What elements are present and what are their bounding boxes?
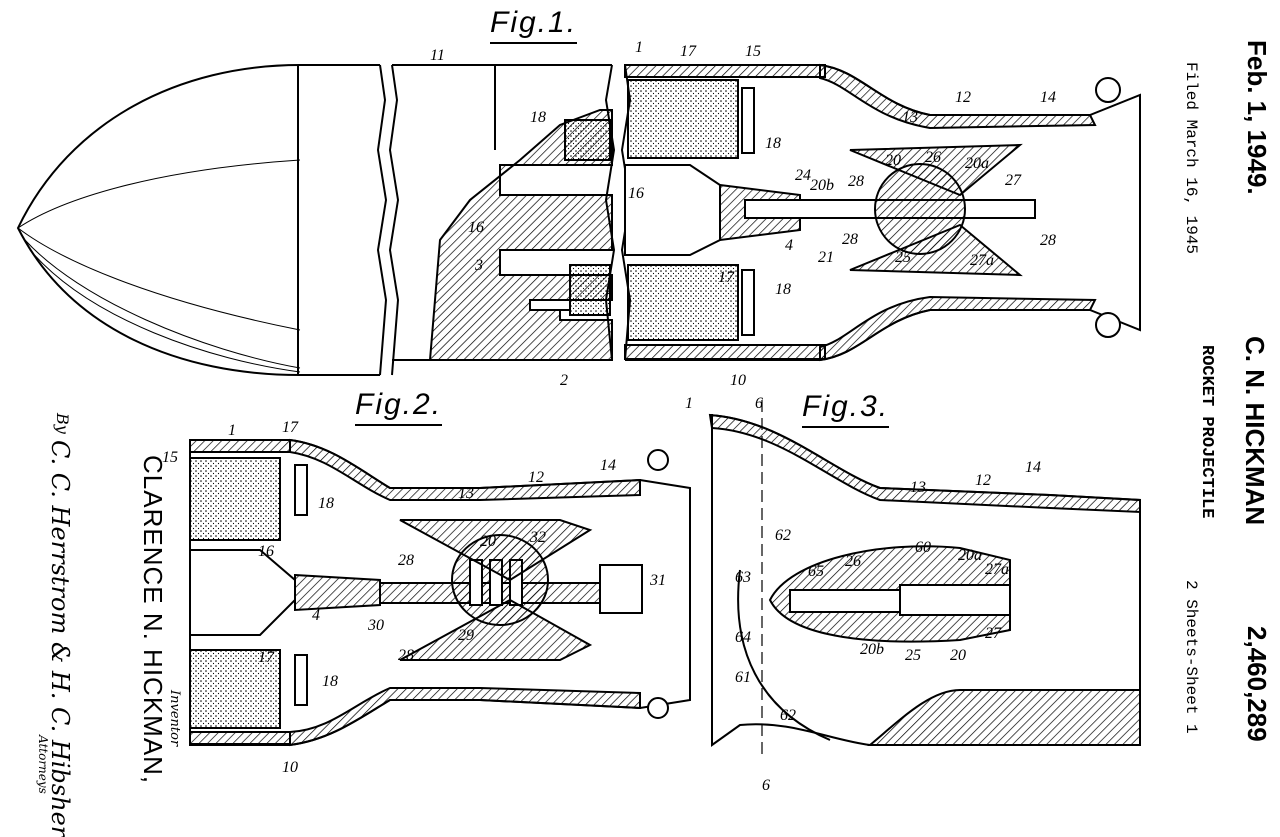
- attorneys-caption: Attorneys: [36, 735, 50, 794]
- fig1-label: 2: [560, 372, 568, 389]
- fig1-label: 26: [925, 149, 941, 166]
- fig1-label: 28: [842, 231, 858, 248]
- fig1-label: 27: [1005, 172, 1022, 189]
- fig2-label-group: 1 17 15 18 12 14 13 16 20 32 28 31 4 30 …: [162, 419, 666, 776]
- fig3-label: 1: [685, 395, 693, 412]
- fig1-motor-section: [624, 63, 1141, 362]
- fig2-label: 17: [282, 419, 299, 436]
- fig3-label: 27: [985, 625, 1002, 642]
- fig1-label: 3: [474, 257, 483, 274]
- fig3-label: 6: [762, 777, 770, 794]
- fig3-label: 6: [755, 395, 763, 412]
- fig1-label: 16: [628, 185, 644, 202]
- fig2-label: 18: [318, 495, 334, 512]
- fig2-label: 12: [528, 469, 544, 486]
- fig1-label: 20a: [965, 155, 989, 172]
- fig2-label: 4: [312, 607, 320, 624]
- fig2-label: 10: [282, 759, 298, 776]
- fig3-label: 20a: [958, 547, 982, 564]
- fig2-label: 18: [322, 673, 338, 690]
- fig3-label: 62: [780, 707, 796, 724]
- fig2-label: 31: [649, 572, 666, 589]
- fig3-label: 65: [808, 563, 824, 580]
- fig1-label: 28: [848, 173, 864, 190]
- fig1-body-section: [392, 64, 613, 361]
- fig1-label: 25: [895, 249, 911, 266]
- fig1-label: 17: [680, 43, 697, 60]
- fig2-label: 30: [367, 617, 384, 634]
- fig2-drawing: [189, 438, 691, 747]
- fig1-label: 17: [718, 269, 735, 286]
- fig3-label: 61: [735, 669, 751, 686]
- fig1-label: 16: [468, 219, 484, 236]
- fig1-label: 11: [430, 47, 445, 64]
- fig1-label: 1: [635, 39, 643, 56]
- fig1-title-text: Fig.1.: [490, 6, 578, 39]
- inventor-caption: Inventor: [167, 690, 182, 747]
- fig1-label: 12: [955, 89, 971, 106]
- fig3-label: 62: [775, 527, 791, 544]
- fig3-title: Fig.3.: [802, 390, 890, 428]
- fig3-label-group: 1 6 12 14 13 62 60 26 20a 27a 63 65 27 6…: [685, 395, 1041, 794]
- fig3-label: 13: [910, 479, 926, 496]
- fig1-label: 18: [775, 281, 791, 298]
- fig1-label: 20b: [810, 177, 834, 194]
- fig1-drawing: 11 1 17 15 12 14 18 18 13 20 26 20a 27 1…: [16, 39, 1141, 794]
- fig2-label: 29: [458, 627, 474, 644]
- fig1-label: 28: [1040, 232, 1056, 249]
- fig3-title-text: Fig.3.: [802, 390, 890, 423]
- fig3-label: 25: [905, 647, 921, 664]
- fig1-label: 15: [745, 43, 761, 60]
- fig2-label: 16: [258, 543, 274, 560]
- patent-sheet: { "header": { "date": "Feb. 1, 1949.", "…: [16, 6, 1272, 837]
- fig2-label: 1: [228, 422, 236, 439]
- fig3-label: 60: [915, 539, 931, 556]
- fig2-label: 14: [600, 457, 616, 474]
- fig3-label: 26: [845, 553, 861, 570]
- fig1-label: 4: [785, 237, 793, 254]
- fig1-label: 18: [765, 135, 781, 152]
- fig1-label: 13: [902, 109, 918, 126]
- fig1-label: 21: [818, 249, 834, 266]
- fig1-label: 20: [885, 152, 901, 169]
- fig2-label: 28: [398, 647, 414, 664]
- fig2-title: Fig.2.: [355, 388, 443, 426]
- fig1-nose-cone: [16, 64, 380, 376]
- fig1-label: 18: [530, 109, 546, 126]
- fig2-label: 20: [480, 533, 496, 550]
- fig1-label-group: 11 1 17 15 12 14 18 18 13 20 26 20a 27 1…: [430, 39, 1056, 389]
- fig3-label: 27a: [985, 561, 1009, 578]
- fig1-label: 14: [1040, 89, 1056, 106]
- fig3-label: 12: [975, 472, 991, 489]
- fig2-title-text: Fig.2.: [355, 388, 443, 421]
- by-label: By: [53, 413, 72, 434]
- fig1-title: Fig.1.: [490, 6, 578, 44]
- fig3-label: 64: [735, 629, 751, 646]
- fig3-label: 20b: [860, 641, 884, 658]
- fig2-label: 17: [258, 649, 275, 666]
- fig3-label: 20: [950, 647, 966, 664]
- fig3-drawing: [708, 400, 1141, 760]
- fig1-label: 10: [730, 372, 746, 389]
- fig1-label: 24: [795, 167, 811, 184]
- fig2-label: 32: [529, 529, 546, 546]
- fig1-label: 27a: [970, 252, 994, 269]
- fig2-label: 28: [398, 552, 414, 569]
- fig2-label: 13: [458, 485, 474, 502]
- attorneys-signature: C. C. Herrstrom & H. C. Hibsher: [46, 440, 74, 837]
- fig3-label: 14: [1025, 459, 1041, 476]
- fig3-label: 63: [735, 569, 751, 586]
- inventor-name: CLARENCE N. HICKMAN,: [138, 455, 168, 785]
- fig2-label: 15: [162, 449, 178, 466]
